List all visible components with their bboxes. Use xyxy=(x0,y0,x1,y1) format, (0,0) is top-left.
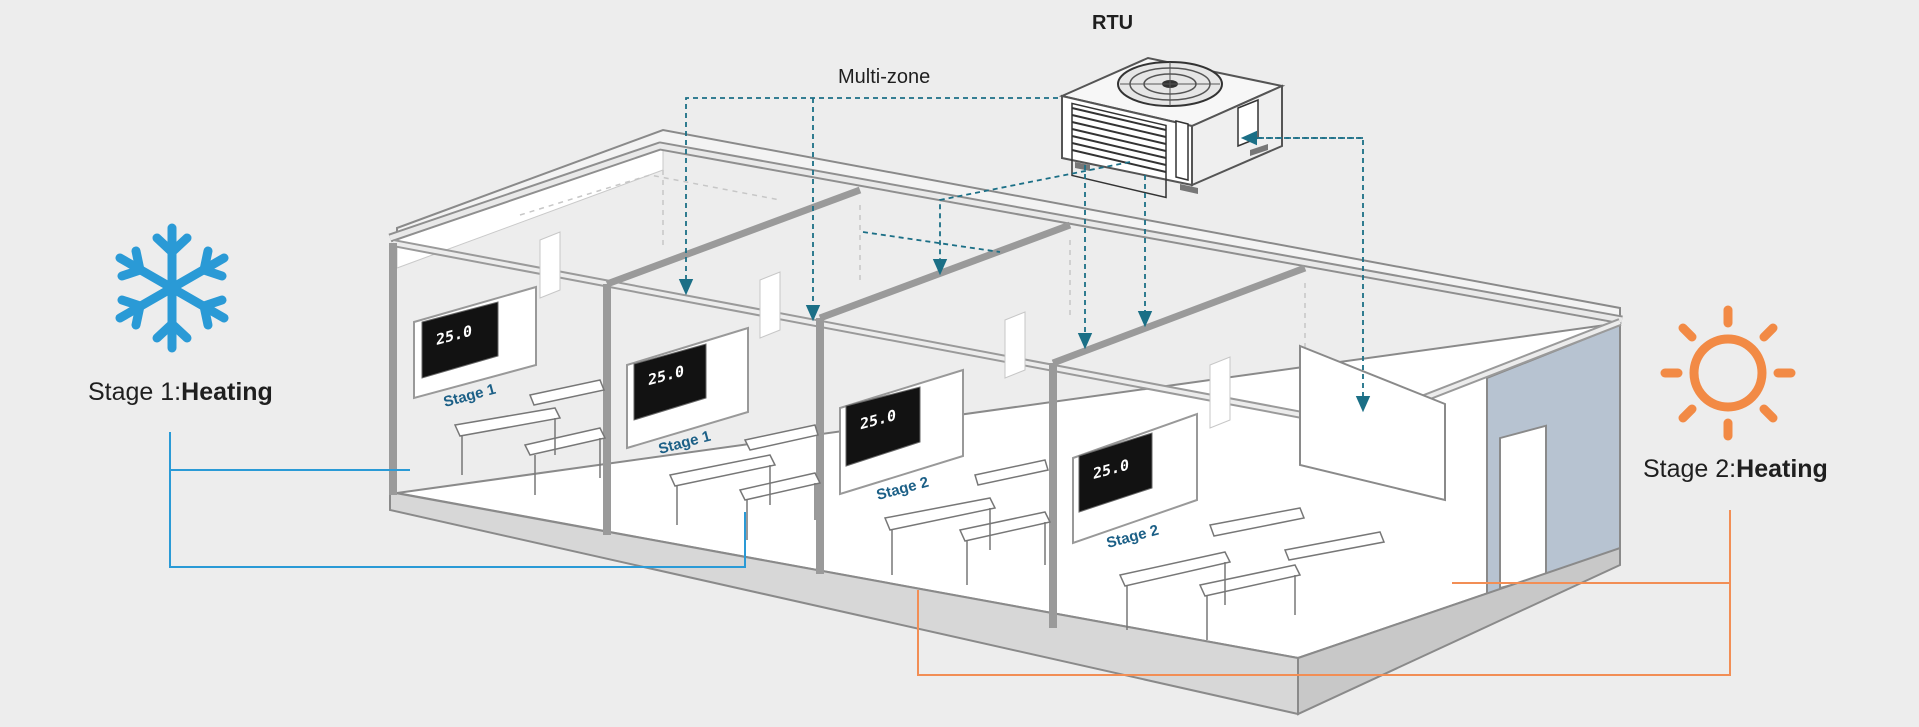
classroom-door xyxy=(1499,424,1547,590)
stage-label-right-mode: Heating xyxy=(1736,455,1828,483)
sun-icon xyxy=(1660,305,1796,441)
stage-label-left-mode: Heating xyxy=(181,378,273,406)
room-4: 25.0 Stage 2 xyxy=(1072,412,1198,552)
duct-connections xyxy=(678,97,1371,413)
thermostat-screen xyxy=(421,301,499,379)
building xyxy=(388,128,1623,716)
stage-label-left-prefix: Stage 1: xyxy=(88,378,182,406)
room-1: 25.0 Stage 1 xyxy=(413,285,537,411)
desks xyxy=(453,379,1386,597)
partition-wall-1 xyxy=(605,186,862,288)
thermostat-screen xyxy=(633,343,707,421)
duct-room1 xyxy=(678,97,1058,296)
roof-outline xyxy=(388,141,1623,325)
multizone-label: Multi-zone xyxy=(838,66,931,88)
stage-label-right-prefix: Stage 2: xyxy=(1643,455,1737,483)
rtu-label: RTU xyxy=(1092,12,1134,34)
room-3: 25.0 Stage 2 xyxy=(839,368,964,504)
room-2: 25.0 Stage 1 xyxy=(626,326,749,458)
back-wall xyxy=(396,128,1621,325)
stage-label-left: Stage 1:Heating xyxy=(88,378,273,407)
stage-label-right: Stage 2:Heating xyxy=(1643,455,1828,484)
snowflake-icon xyxy=(115,223,229,353)
rtu-unit xyxy=(1058,56,1286,199)
thermostat-screen xyxy=(845,386,921,467)
duct-room3 xyxy=(932,161,1131,276)
thermostat-screen xyxy=(1078,432,1153,513)
heating-connection-line xyxy=(917,510,1731,676)
whiteboard xyxy=(1299,344,1446,502)
cooling-connection-line xyxy=(169,432,746,568)
